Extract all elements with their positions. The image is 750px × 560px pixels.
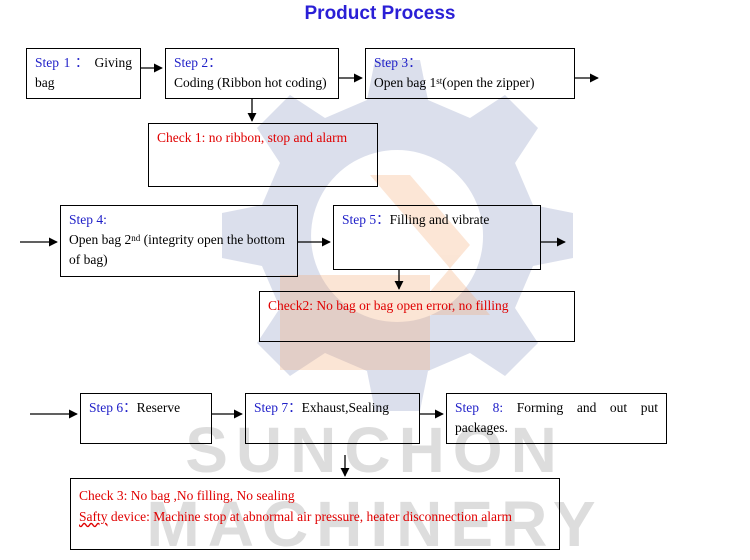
check-2-box: Check2: No bag or bag open error, no fil… bbox=[259, 291, 575, 342]
step-8-text-line1: Forming and out put bbox=[516, 400, 659, 415]
step-4-box: Step 4: Open bag 2nd (integrity open the… bbox=[60, 205, 298, 277]
step-3-label: Step 3： bbox=[374, 55, 422, 70]
step-3-text-post: (open the zipper) bbox=[442, 75, 535, 90]
step-1-text-line1: Giving bbox=[94, 55, 132, 70]
step-3-text-sup: st bbox=[436, 76, 443, 86]
step-6-text: Reserve bbox=[136, 400, 181, 415]
check-3-text-line1: Check 3: No bag ,No filling, No sealing bbox=[79, 488, 295, 503]
step-6-label: Step 6： bbox=[89, 400, 137, 415]
check-1-box: Check 1: no ribbon, stop and alarm bbox=[148, 123, 378, 187]
step-4-text-sup: nd bbox=[131, 233, 141, 243]
check-2-text: Check2: No bag or bag open error, no fil… bbox=[268, 298, 509, 313]
step-8-box: Step 8: Forming and out put packages. bbox=[446, 393, 667, 444]
step-7-label: Step 7： bbox=[254, 400, 302, 415]
step-2-label: Step 2： bbox=[174, 55, 222, 70]
step-4-text-post: (integrity open the bottom bbox=[140, 232, 285, 247]
step-4-label: Step 4: bbox=[69, 212, 107, 227]
step-4-text-pre: Open bag 2 bbox=[69, 232, 132, 247]
step-8-text-line2: packages. bbox=[455, 420, 508, 435]
check-3-text-safty: Safty bbox=[79, 509, 108, 524]
step-6-box: Step 6：Reserve bbox=[80, 393, 212, 444]
step-7-box: Step 7：Exhaust,Sealing bbox=[245, 393, 420, 444]
check-3-box: Check 3: No bag ,No filling, No sealing … bbox=[70, 478, 560, 550]
step-5-label: Step 5： bbox=[342, 212, 390, 227]
step-2-box: Step 2： Coding (Ribbon hot coding) bbox=[165, 48, 339, 99]
step-2-text: Coding (Ribbon hot coding) bbox=[174, 75, 327, 90]
step-3-box: Step 3： Open bag 1st(open the zipper) bbox=[365, 48, 575, 99]
diagram-title: Product Process bbox=[304, 3, 456, 24]
step-1-label: Step 1 ： bbox=[35, 55, 90, 70]
step-4-text-line3: of bag) bbox=[69, 252, 108, 267]
step-1-box: Step 1 ： Giving bag bbox=[26, 48, 141, 99]
step-7-text: Exhaust,Sealing bbox=[301, 400, 390, 415]
step-3-text-pre: Open bag 1 bbox=[374, 75, 437, 90]
step-5-text: Filling and vibrate bbox=[389, 212, 490, 227]
check-1-text: Check 1: no ribbon, stop and alarm bbox=[157, 130, 348, 145]
step-5-box: Step 5：Filling and vibrate bbox=[333, 205, 541, 270]
step-8-label: Step 8: bbox=[455, 400, 504, 415]
step-1-text-line2: bag bbox=[35, 75, 55, 90]
check-3-text-line2: device: Machine stop at abnormal air pre… bbox=[107, 509, 512, 524]
